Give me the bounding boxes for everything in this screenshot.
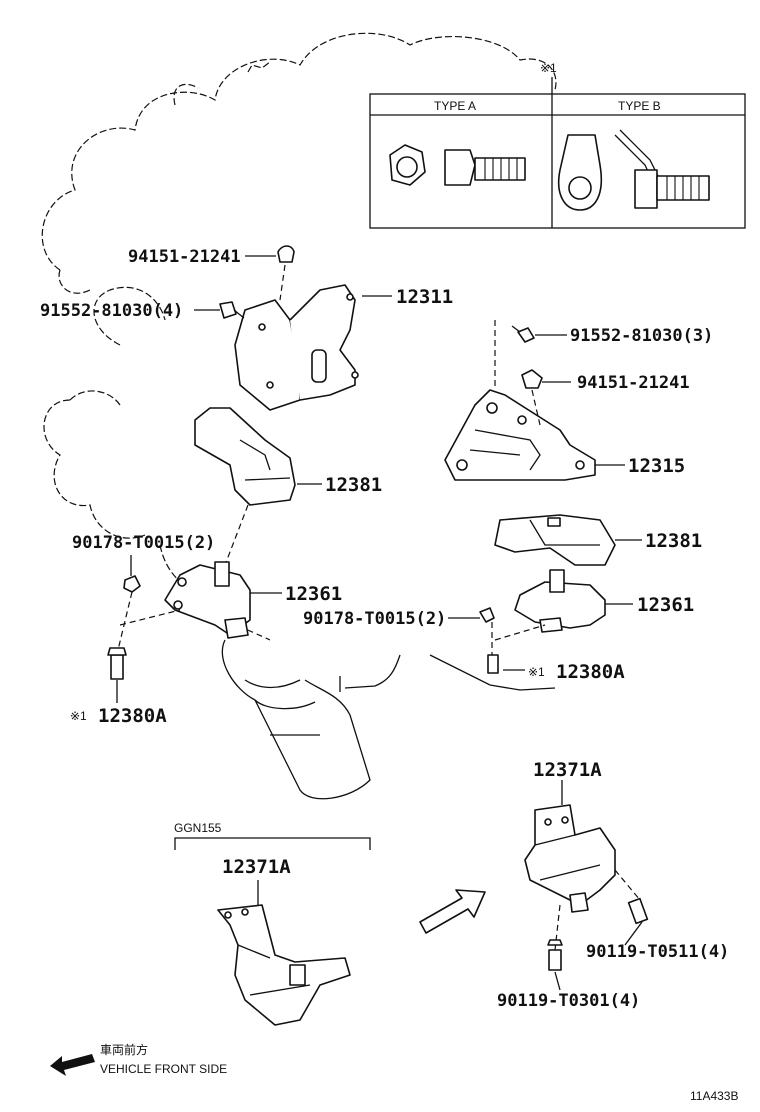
label-90178-t0015-left: 90178-T0015(2) (72, 533, 215, 553)
part-12361-left (107, 561, 251, 680)
label-91552-81030-4: 91552-81030(4) (40, 301, 183, 321)
label-91552-81030-3: 91552-81030(3) (570, 326, 713, 346)
label-90178-t0015-right: 90178-T0015(2) (303, 609, 446, 629)
label-12381-left: 12381 (325, 474, 382, 496)
direction-arrow (419, 889, 486, 934)
label-12361-left: 12361 (285, 583, 342, 605)
part-12311-bracket (219, 245, 359, 411)
label-12371a-left: 12371A (222, 856, 291, 878)
front-label-jp: 車両前方 (100, 1042, 148, 1057)
label-90119-t0301: 90119-T0301(4) (497, 991, 640, 1011)
label-90119-t0511: 90119-T0511(4) (586, 942, 729, 962)
label-12380a-left: 12380A (98, 705, 167, 727)
front-label-en: VEHICLE FRONT SIDE (100, 1062, 227, 1076)
label-12371a-right: 12371A (533, 759, 602, 781)
type-b-label: TYPE B (618, 99, 661, 113)
label-12315: 12315 (628, 455, 685, 477)
engine-outline (41, 32, 557, 591)
ggn-label: GGN155 (174, 821, 222, 835)
label-12311: 12311 (396, 286, 453, 308)
ref-mark-left: ※1 (70, 709, 87, 723)
part-12371a-right (524, 780, 649, 971)
type-box: ※1 TYPE A TYPE B (369, 61, 746, 229)
type-box-note-mark: ※1 (540, 61, 557, 75)
part-12315-bracket (444, 320, 596, 481)
label-12381-right: 12381 (645, 530, 702, 552)
part-12381-right (494, 514, 616, 566)
part-12361-right (429, 569, 606, 691)
label-12380a-right: 12380A (556, 661, 625, 683)
diagram-id: 11A433B (690, 1089, 739, 1103)
ref-mark-right: ※1 (528, 665, 545, 679)
label-94151-21241-right: 94151-21241 (577, 373, 690, 393)
type-a-label: TYPE A (434, 99, 476, 113)
label-94151-21241-top: 94151-21241 (128, 247, 241, 267)
transmission-outline (221, 619, 401, 800)
label-12361-right: 12361 (637, 594, 694, 616)
front-arrow-icon (50, 1054, 95, 1076)
vehicle-front-legend: 車両前方 VEHICLE FRONT SIDE (50, 1042, 227, 1076)
part-12371a-left (174, 837, 371, 1026)
part-12381-left (194, 407, 296, 566)
leader-lines (116, 255, 643, 991)
